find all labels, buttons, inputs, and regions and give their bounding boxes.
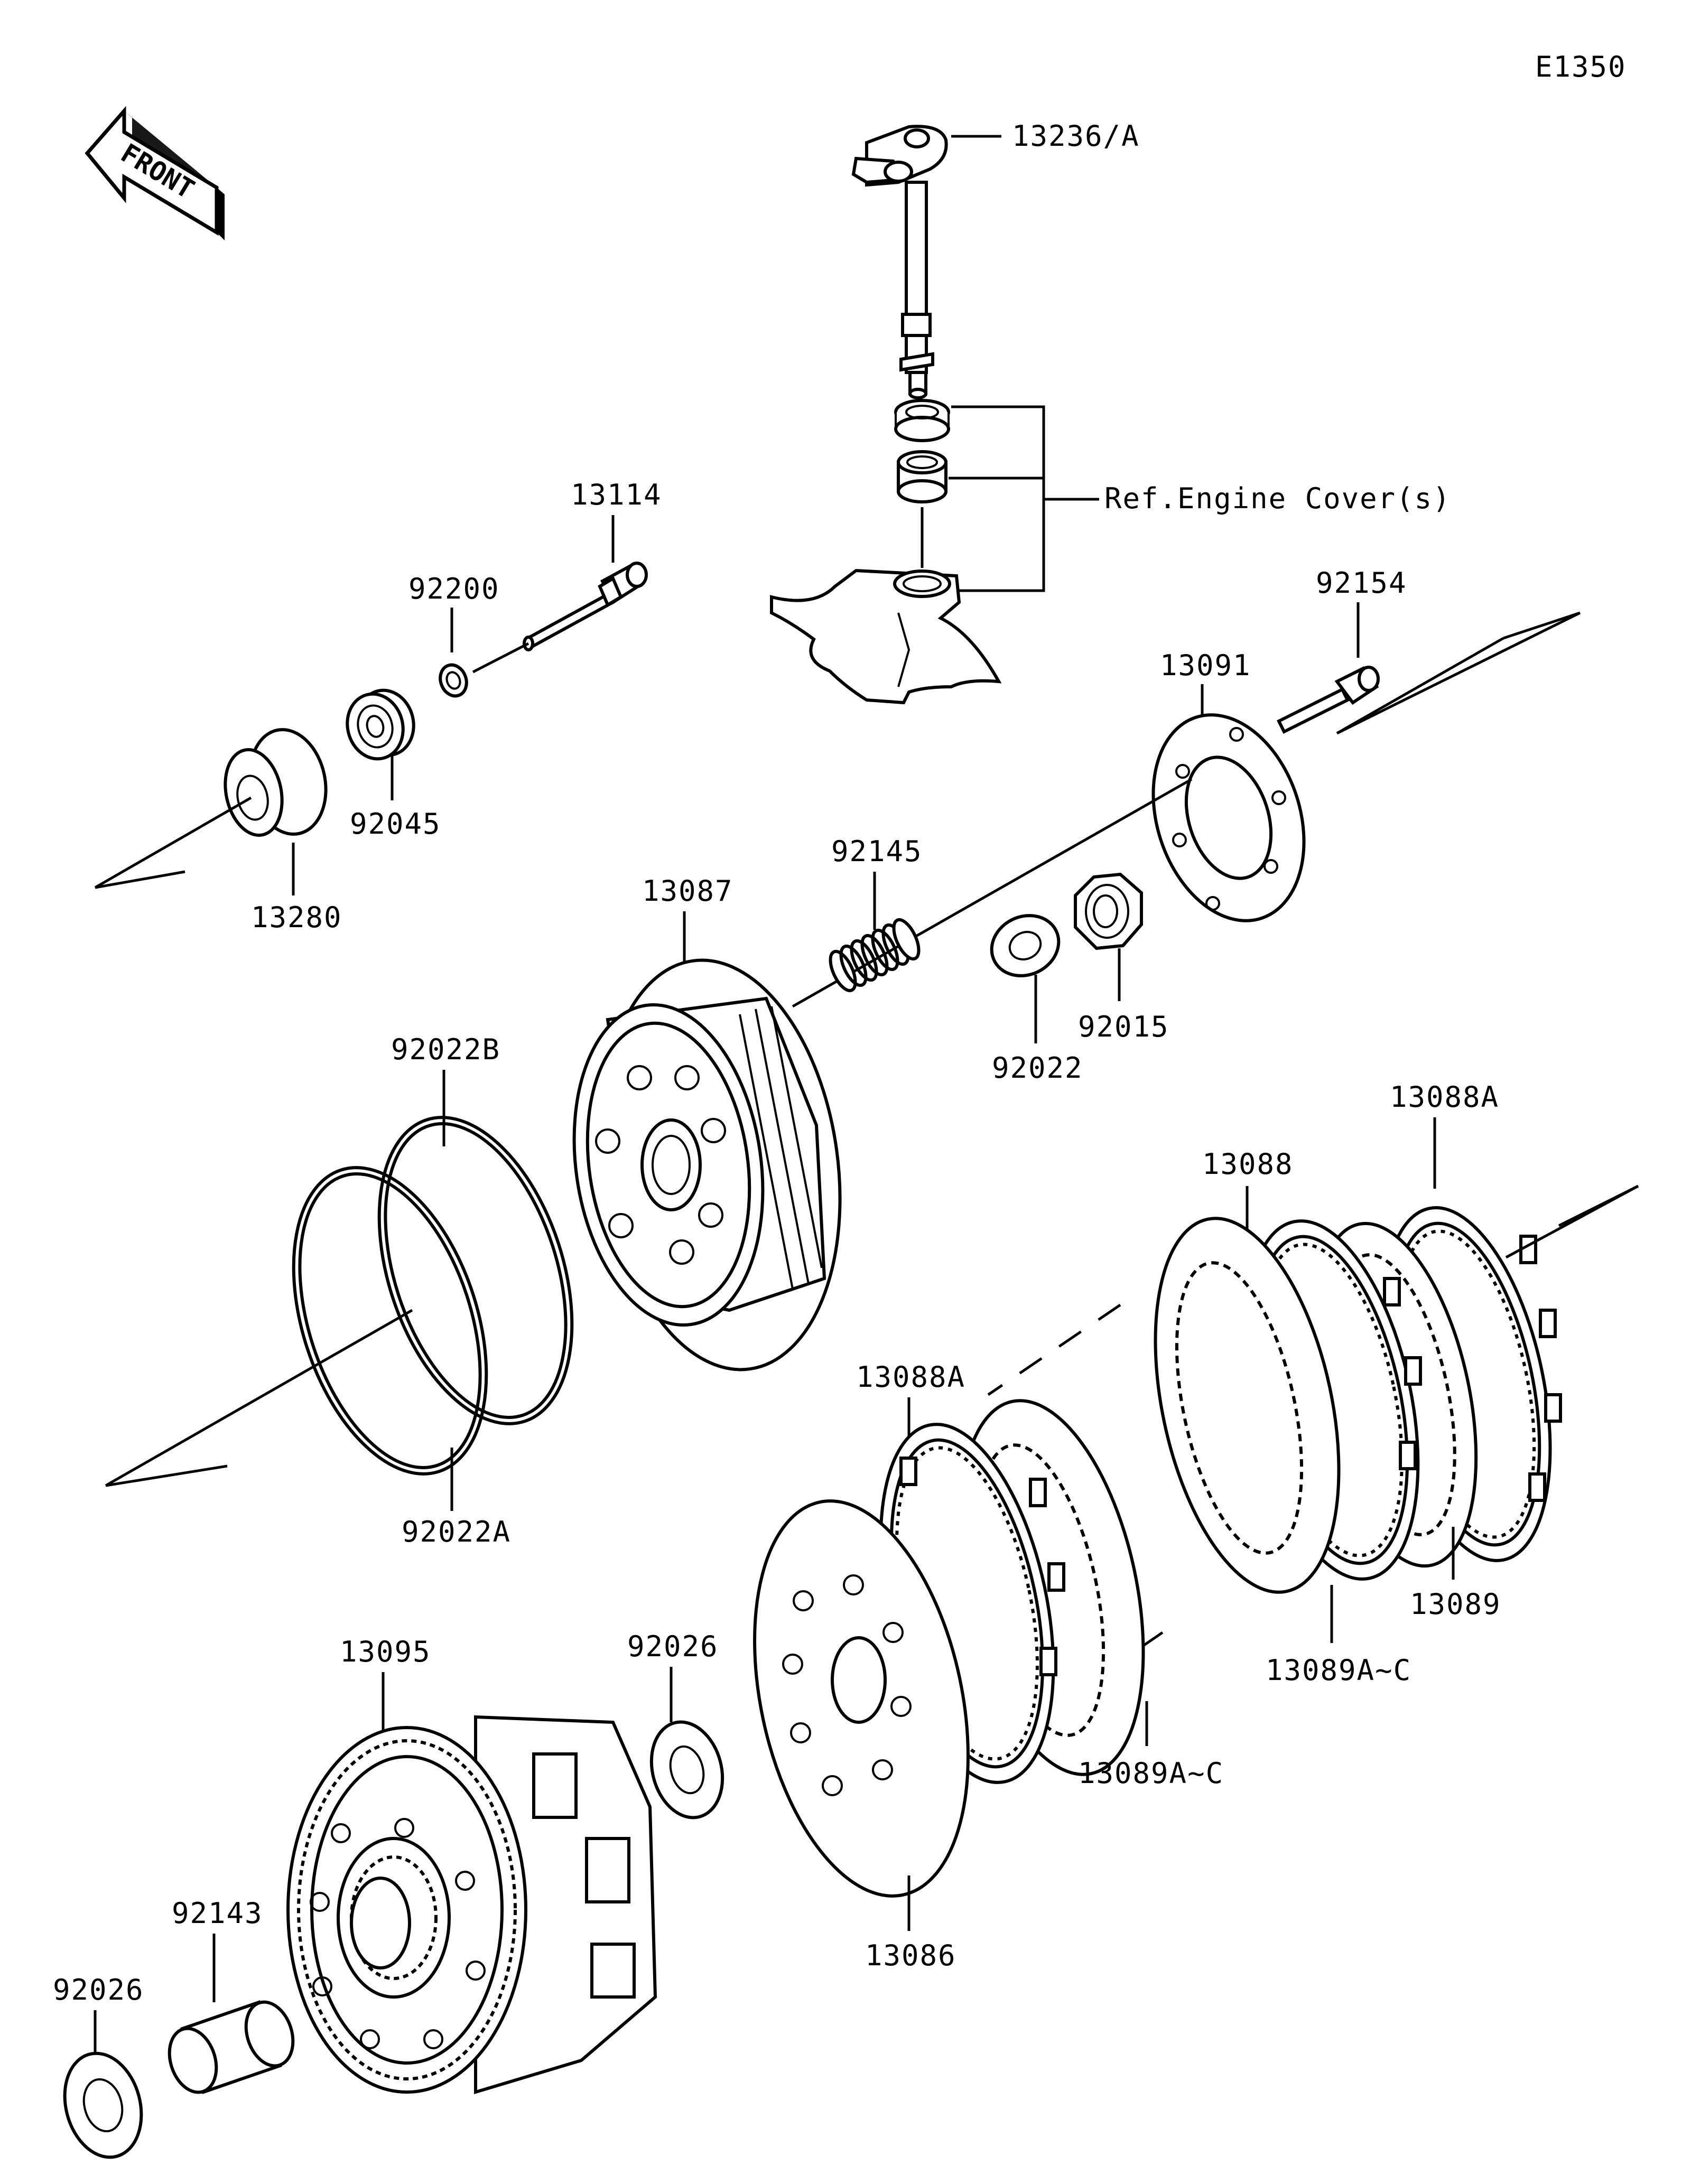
part-92026-washer-mid [649, 1720, 724, 1819]
callout-13089AC-1: 13089A~C [1266, 1654, 1411, 1687]
part-13089A-C-steel-plate-1 [1154, 1217, 1341, 1594]
callout-92145: 92145 [831, 835, 923, 868]
callout-92143: 92143 [172, 1897, 263, 1930]
needle-bearing-ref [897, 450, 947, 503]
part-13280-cup [224, 728, 328, 837]
callout-92154: 92154 [1316, 566, 1407, 600]
callout-13087: 13087 [642, 874, 733, 908]
part-92143-sleeve [168, 2000, 295, 2094]
callout-92022: 92022 [992, 1051, 1083, 1085]
callout-13088A-top: 13088A [1390, 1080, 1499, 1114]
callout-92022A: 92022A [402, 1515, 511, 1548]
part-13236-shaft-lever [851, 125, 948, 399]
callout-13095: 13095 [340, 1635, 431, 1668]
callout-13091: 13091 [1160, 649, 1251, 682]
callout-92015: 92015 [1078, 1010, 1169, 1043]
callout-13088: 13088 [1202, 1147, 1294, 1181]
part-92022-washer [990, 914, 1061, 977]
part-92045-bearing [346, 688, 415, 761]
part-92015-nut [1074, 872, 1143, 950]
part-13091-plate [1151, 713, 1306, 922]
callout-13114: 13114 [571, 478, 662, 511]
callout-13089: 13089 [1410, 1588, 1501, 1621]
callout-92026-low: 92026 [53, 1973, 144, 2006]
diagram-code: E1350 [1535, 50, 1627, 83]
engine-cover-fragment [770, 568, 1002, 705]
part-92145-spring [829, 918, 921, 993]
part-13086-pressure-plate [753, 1499, 970, 1898]
callout-13280: 13280 [251, 901, 342, 934]
callout-92026-mid: 92026 [627, 1630, 719, 1663]
part-92200-washer [439, 663, 468, 698]
callout-13236: 13236/A [1012, 119, 1140, 153]
callout-13086: 13086 [865, 1939, 956, 1972]
callout-13089AC-2: 13089A~C [1078, 1757, 1224, 1790]
part-92026-washer-low [63, 2051, 143, 2159]
part-13095-clutch-housing [286, 1715, 657, 2095]
part-13114-pushrod [523, 562, 648, 651]
callout-13088A-low: 13088A [856, 1360, 965, 1394]
callout-92200: 92200 [408, 572, 500, 605]
part-92022B-ring [377, 1116, 574, 1425]
ref-engine-cover-note: Ref.Engine Cover(s) [1104, 482, 1451, 515]
oil-seal-ref [894, 399, 950, 442]
part-13087-clutch-hub [572, 958, 842, 1371]
part-92154-bolt [1276, 666, 1380, 734]
callout-92045: 92045 [350, 807, 441, 841]
front-arrow-icon: FRONT [85, 106, 225, 240]
callout-92022B: 92022B [391, 1033, 500, 1066]
part-92022A-ring [292, 1166, 488, 1476]
